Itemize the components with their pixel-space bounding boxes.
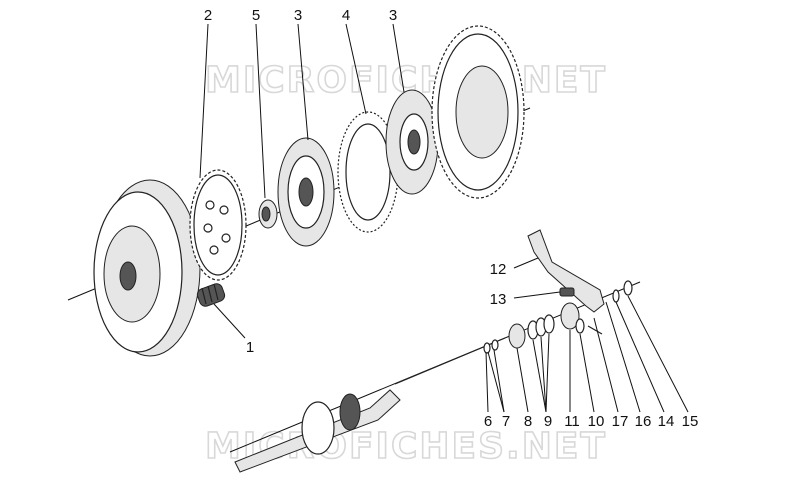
callout-5: 5 <box>252 7 260 24</box>
callout-13: 13 <box>490 291 507 308</box>
callout-17: 17 <box>612 413 629 430</box>
callout-2: 2 <box>204 7 212 24</box>
callout-4: 4 <box>342 7 350 24</box>
lever-spring <box>559 287 575 297</box>
flywheel-housing <box>93 179 201 357</box>
leader-lines <box>199 23 689 413</box>
callout-1: 1 <box>246 339 254 356</box>
callout-6: 6 <box>484 413 492 430</box>
callout-10: 10 <box>588 413 605 430</box>
spring-part <box>196 283 226 307</box>
ring-gear <box>431 25 525 199</box>
friction-disc-left <box>277 137 335 247</box>
steel-plate <box>337 111 399 233</box>
callout-12: 12 <box>490 261 507 278</box>
callout-3: 3 <box>389 7 397 24</box>
callout-15: 15 <box>682 413 699 430</box>
main-shaft <box>234 389 401 473</box>
clutch-lever <box>527 229 605 313</box>
callout-16: 16 <box>635 413 652 430</box>
hub-part <box>258 199 278 229</box>
callout-labels: 2 5 3 4 3 1 12 13 6 7 8 9 11 10 17 16 14… <box>204 7 699 430</box>
callout-14: 14 <box>658 413 675 430</box>
friction-disc-right <box>385 89 439 195</box>
callout-3: 3 <box>294 7 302 24</box>
callout-11: 11 <box>564 413 580 430</box>
callout-7: 7 <box>502 413 510 430</box>
callout-8: 8 <box>524 413 532 430</box>
callout-9: 9 <box>544 413 552 430</box>
shaft-small-parts <box>483 302 603 354</box>
driven-gear-disc <box>189 169 247 281</box>
